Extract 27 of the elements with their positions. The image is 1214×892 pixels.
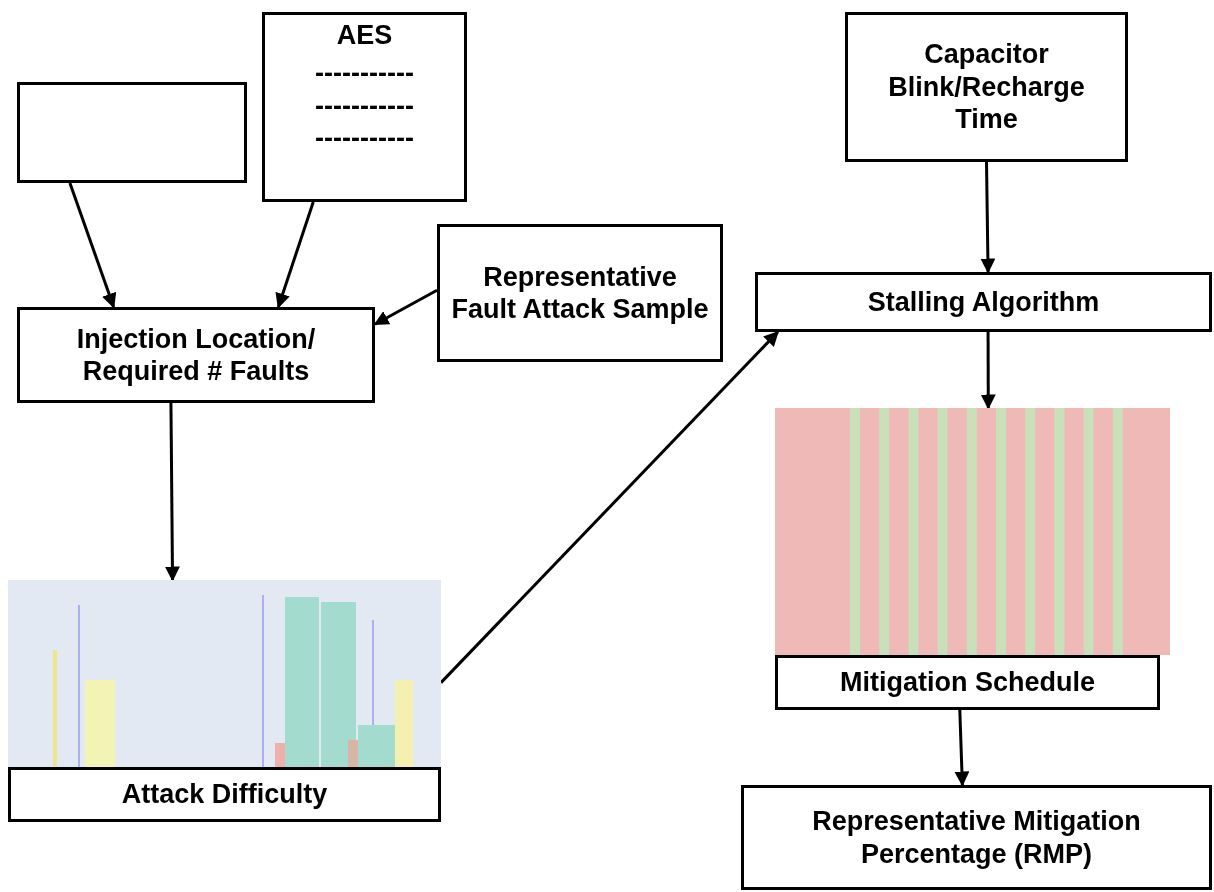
arrow [164,403,180,582]
process-box [437,224,723,362]
box-label: Stalling Algorithm [867,285,1100,319]
process-box [775,655,1160,710]
picture [775,408,1170,655]
picture [8,580,441,770]
box-label: Mitigation Schedule [840,666,1095,699]
arrow [68,182,117,309]
arrow [373,288,438,326]
arrow [980,161,996,274]
process-box [8,767,441,822]
process-box [17,82,247,183]
box-label: Attack Difficulty [121,778,328,811]
box-label: Representative Mitigation Percentage (RMP) [811,805,1142,870]
process-box [741,785,1212,890]
box-label: Injection Location/ Required # Faults [75,322,317,388]
arrow [980,332,996,410]
box-label: Representative Fault Attack Sample [450,260,710,326]
arrow [275,201,315,309]
process-box [17,307,375,403]
process-box [755,272,1212,332]
process-box [262,12,467,202]
process-box [845,12,1128,162]
box-label: Capacitor Blink/Recharge Time [887,38,1086,136]
placeholder-text: ----------- ----------- ----------- [314,57,415,155]
arrow [954,709,970,787]
box-heading: AES [336,19,393,52]
